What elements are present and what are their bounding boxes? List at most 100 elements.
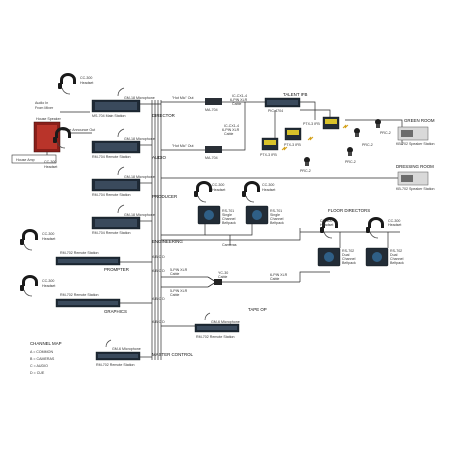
prc2-unit-1: PRC-2 — [300, 157, 311, 173]
rm702-tape-label: RM-702 Remote Station — [196, 335, 235, 339]
kb702-label-2: KB-702 Speaker Station — [396, 187, 435, 191]
ptx3-unit-3: PTX-3 IFB — [303, 116, 340, 130]
rs702a-line-2: Channel — [342, 257, 356, 261]
tape-op-station: TAPE OP GM-6 Microphone RM-702 Remote St… — [194, 307, 267, 339]
master-control-label: MASTER CONTROL — [152, 352, 194, 357]
house-speaker-label: House Speaker — [36, 117, 62, 121]
gm6-label-2: GM-6 Microphone — [112, 347, 141, 351]
headset-model-label: CC-300 — [388, 219, 400, 223]
cable-label-1b: 6-PIN XLR — [230, 98, 248, 102]
house-amp-label: House Amp — [16, 158, 35, 162]
tape-op-label: TAPE OP — [248, 307, 267, 312]
stage-announce-label: Stage Announce Out — [62, 128, 95, 132]
ma704-label-1: MA-704 — [205, 108, 218, 112]
rs701b-line-1: Single — [270, 213, 280, 217]
ptx3-unit-2: PTX-3 IFB — [284, 127, 301, 147]
producer-label: PRODUCER — [152, 194, 177, 199]
rs702a-line-3: Beltpack — [342, 261, 356, 265]
rs702b-title: RS-702 — [390, 249, 402, 253]
camera-headset-1: CC-300 Headset — [194, 181, 225, 203]
channel-map-row: A = COMMON — [30, 350, 53, 354]
prompter-station: CC-300 Headset RM-702 Remote Station PRO… — [20, 229, 129, 272]
channel-map-row: B = CAMERAS — [30, 357, 55, 361]
from-mixer-label: From Mixer — [35, 106, 54, 110]
audio-label: AUDIO — [152, 155, 166, 160]
rs701-line-2: Channel — [222, 217, 236, 221]
graphics-station: CC-300 Headset RM-702 Remote Station GRA… — [20, 275, 127, 314]
rs701-title: RS-701 — [222, 209, 234, 213]
hot-mic-out-label-2: "Hot Mic" Out — [172, 144, 194, 148]
gm18-label-3: GM-18 Microphone — [124, 175, 155, 179]
rs701b-title: RS-701 — [270, 209, 282, 213]
headset-model-label: CC-300 — [262, 183, 274, 187]
headset-model-label: CC-300 — [42, 279, 54, 283]
headset-graphics: CC-300 Headset — [20, 275, 55, 297]
xlr5-label-1b: Cable — [170, 272, 179, 276]
kb702-label-1: KB-702 Speaker Station — [396, 142, 435, 146]
cable-label-2b: 6-PIN XLR — [222, 128, 240, 132]
xlr6-right-label: 6-PIN XLR — [270, 273, 288, 277]
headset-rm704: CC-300 Headset — [44, 127, 71, 169]
yc30-label: YC-30 — [218, 271, 228, 275]
prompter-label: PROMPTER — [104, 267, 129, 272]
headset-model-label: CC-300 — [212, 183, 224, 187]
bus-abcd-label-3: A B C D — [152, 297, 165, 301]
green-room-label: GREEN ROOM — [404, 118, 435, 123]
rs702-beltpack-1: RS-702 Dual Channel Beltpack — [317, 247, 356, 267]
ms704-main-station: GM-18 Microphone MS-704 Main Station — [91, 87, 155, 118]
director-label: DIRECTOR — [152, 113, 175, 118]
ptx3-label-3: PTX-3 IFB — [303, 122, 320, 126]
floor-headset-1: CC-300 Headset — [320, 217, 338, 239]
ptx3-label-2: PTX-3 IFB — [284, 143, 301, 147]
headset-desc-label: Headset — [44, 165, 57, 169]
ms704-label: MS-704 Main Station — [92, 114, 126, 118]
rs702b-line-2: Channel — [390, 257, 404, 261]
channel-map-row: D = CUE — [30, 371, 45, 375]
cable-label-1c: Cable — [232, 102, 241, 106]
rs702b-line-3: Beltpack — [390, 261, 404, 265]
engineering-label: ENGINEERING — [152, 239, 183, 244]
yc30-cable-label: Cable — [218, 275, 227, 279]
headset-model-label: CC-300 — [320, 219, 332, 223]
rm702-graphics-label: RM-702 Remote Station — [60, 293, 99, 297]
prc2-label-4: PRC-2 — [380, 131, 391, 135]
headset-desc-label: Headset — [42, 237, 55, 241]
gm18-label-1: GM-18 Microphone — [124, 96, 155, 100]
hot-mic-out-label-1: "Hot Mic" Out — [172, 96, 194, 100]
prc2-label-1: PRC-2 — [300, 169, 311, 173]
cable-label-1a: IC-CX1-4 — [232, 94, 247, 98]
pic4704-label: PIC-4704 — [268, 109, 283, 113]
rs701-beltpack-1: RS-701 Single Channel Beltpack — [197, 205, 236, 225]
headset-main: CC-300 Headset — [58, 73, 93, 95]
headset-desc-label: Headset — [80, 81, 93, 85]
prc2-label-3: PRC-2 — [362, 143, 373, 147]
headset-model-label: CC-300 — [44, 160, 56, 164]
rs701b-line-2: Channel — [270, 217, 284, 221]
talent-ifb-label: TALENT IFB — [283, 92, 308, 97]
headset-model-label: CC-300 — [80, 76, 92, 80]
rs701-beltpack-2: RS-701 Single Channel Beltpack — [245, 205, 284, 225]
headset-desc-label: Headset — [212, 188, 225, 192]
channel-map: CHANNEL MAP A = COMMON B = CAMERAS C = A… — [30, 341, 62, 375]
xlr6-right-label-b: Cable — [270, 277, 279, 281]
channel-map-row: C = AUDIO — [30, 364, 48, 368]
pic4704-unit: PIC-4704 — [264, 97, 301, 113]
bus-abcd-label-2: A B C D — [152, 269, 165, 273]
channel-map-title: CHANNEL MAP — [30, 341, 62, 346]
rm702-master-label: RM-702 Remote Station — [96, 363, 135, 367]
floor-directors-label: FLOOR DIRECTORS — [328, 208, 370, 213]
cameras-label: Cameras — [222, 243, 237, 247]
xlr5-label-1: 5-PIN XLR — [170, 268, 188, 272]
rm704-label-2: RM-704 Remote Station — [92, 193, 131, 197]
house-amp: House Amp — [11, 154, 57, 164]
prc2-label-2: PRC-2 — [345, 160, 356, 164]
gm6-label-1: GM-6 Microphone — [211, 320, 240, 324]
rs701-line-3: Beltpack — [222, 221, 236, 225]
ma704-label-2: MA-704 — [205, 156, 218, 160]
gm18-label-2: GM-18 Microphone — [124, 137, 155, 141]
bus-abcd-label-4: A B C D — [152, 320, 165, 324]
rs701b-line-3: Beltpack — [270, 221, 284, 225]
rm702-prompter-label: RM-702 Remote Station — [60, 251, 99, 255]
floor-headset-2: CC-300 Headset — [366, 217, 401, 239]
